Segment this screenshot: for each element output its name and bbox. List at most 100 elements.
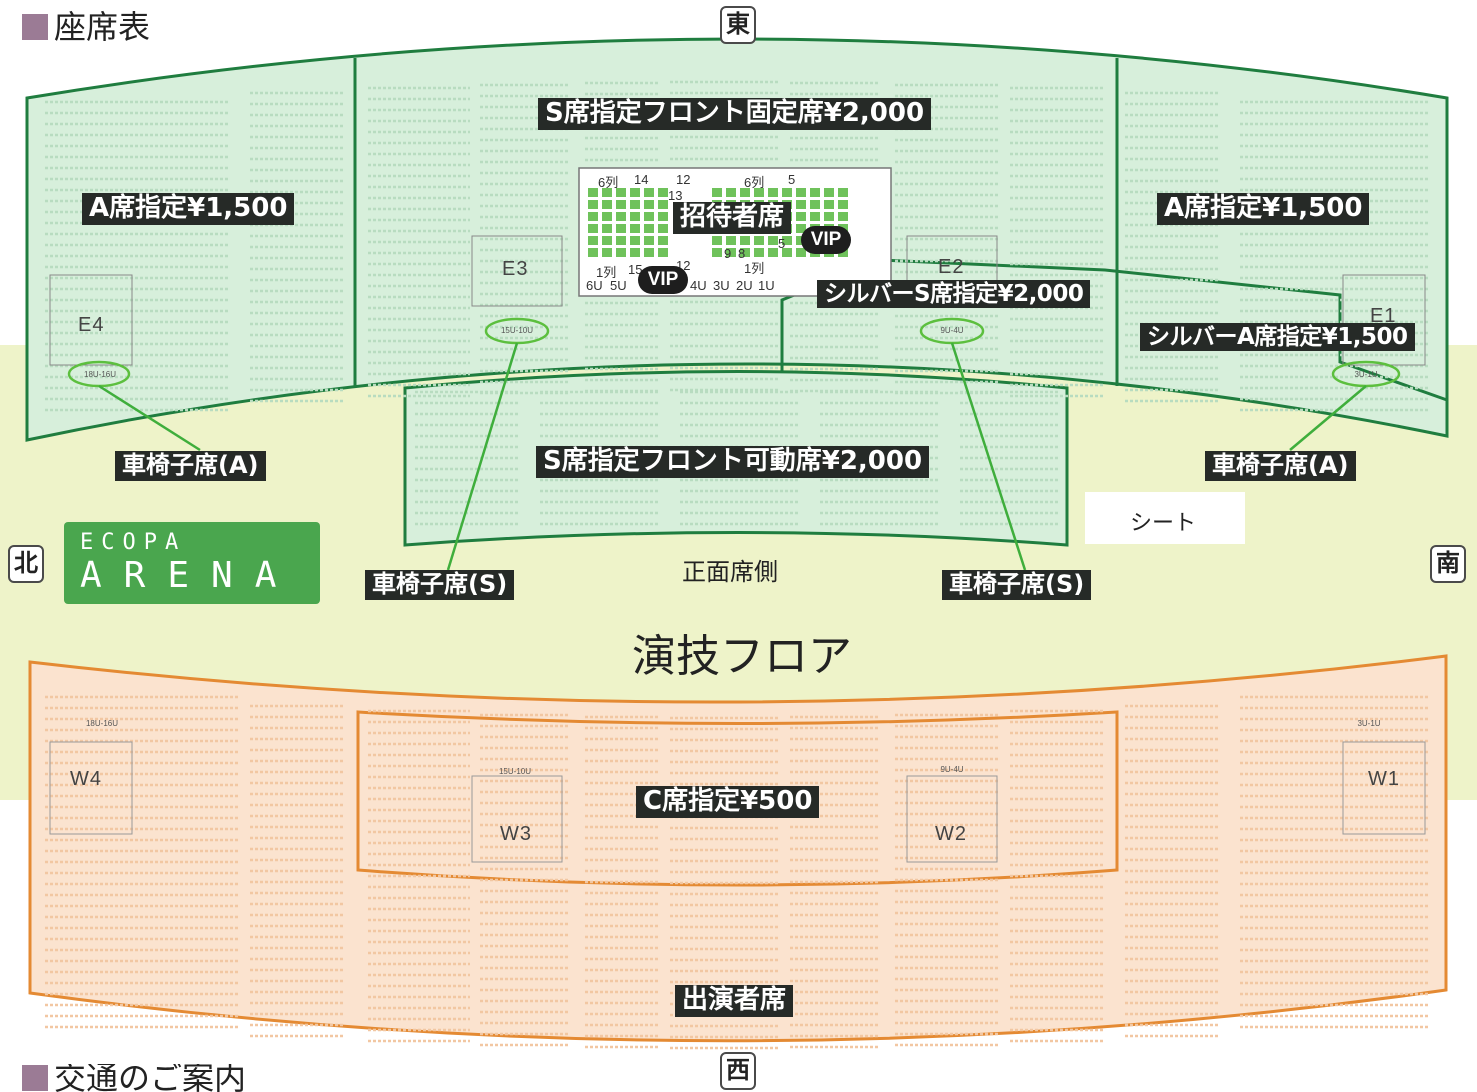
vip-seat	[602, 212, 612, 221]
vip-seat	[754, 236, 764, 245]
vip-seat	[768, 236, 778, 245]
vip-seat	[644, 212, 654, 221]
vip-seat	[644, 188, 654, 197]
vip-seat	[658, 248, 668, 257]
access-heading-text: 交通のご案内	[54, 1064, 247, 1092]
vip-seat	[658, 224, 668, 233]
leader-a-left	[98, 384, 201, 452]
vip-seat	[726, 188, 736, 197]
block-box-e4	[49, 274, 133, 366]
vip-unit-label: 4U	[690, 278, 707, 293]
block-box-w3	[471, 775, 563, 863]
label-silver-s: シルバーS席指定¥2,000	[817, 280, 1091, 309]
vip-seat	[588, 200, 598, 209]
vip-seat	[630, 200, 640, 209]
label-s-front-fixed: S席指定フロント固定席¥2,000	[538, 98, 932, 130]
compass-south: 南	[1430, 545, 1466, 583]
label-silver-a: シルバーA席指定¥1,500	[1140, 323, 1415, 352]
vip-seat	[754, 248, 764, 257]
vip-row1-left: 1列	[596, 265, 617, 280]
sheet-box	[1085, 492, 1245, 544]
vip-seat	[768, 188, 778, 197]
vip-seat	[796, 188, 806, 197]
vip-seat	[644, 248, 654, 257]
vip-seat	[588, 212, 598, 221]
floor-title: 演技フロア	[632, 631, 852, 682]
vip-badge-upper: VIP	[801, 226, 851, 254]
block-w1: W1	[1368, 768, 1400, 790]
vip-seat	[630, 248, 640, 257]
vip-seat	[602, 224, 612, 233]
vip-row1-right: 1列	[744, 261, 765, 276]
vip-seat	[644, 236, 654, 245]
vip-5b: 5	[778, 236, 786, 251]
label-invited: 招待者席	[673, 202, 792, 234]
vip-unit-label: 3U	[713, 278, 730, 293]
vip-seat	[796, 200, 806, 209]
vip-unit-label: 6U	[586, 278, 603, 293]
block-box-w1	[1342, 741, 1426, 835]
vip-seat	[824, 188, 834, 197]
wc-tag-east-15-10: 15U-10U	[500, 326, 533, 335]
vip-row6-left: 6列	[598, 175, 619, 190]
vip-12: 12	[676, 172, 691, 187]
vip-seat	[754, 188, 764, 197]
wc-tag-east-3-1: 3U-1U	[1354, 370, 1378, 379]
vip-5: 5	[788, 172, 796, 187]
block-e3: E3	[502, 258, 529, 280]
compass-north: 北	[8, 545, 44, 583]
vip-seat	[658, 188, 668, 197]
c-seat-outline	[356, 710, 1119, 887]
vip-seat	[644, 200, 654, 209]
vip-seat	[616, 188, 626, 197]
access-heading: 交通のご案内	[22, 1064, 246, 1092]
west-stand	[28, 654, 1448, 1043]
vip-seat	[838, 212, 848, 221]
label-c-seat: C席指定¥500	[636, 786, 820, 818]
wc-tag-east-9-4: 9U-4U	[940, 326, 964, 335]
logo-line1: ECOPA	[80, 530, 187, 555]
vip-seat	[824, 212, 834, 221]
vip-seat	[838, 188, 848, 197]
vip-seat	[796, 224, 806, 233]
vip-row6-right: 6列	[744, 175, 765, 190]
compass-east: 東	[720, 6, 756, 44]
silver-seat-outline	[780, 258, 1448, 402]
label-a-right: A席指定¥1,500	[1157, 193, 1370, 225]
label-a-left: A席指定¥1,500	[82, 193, 295, 225]
vip-badge-lower: VIP	[638, 266, 688, 294]
wc-tag-west-18-16: 18U-16U	[85, 719, 118, 728]
label-s-front-movable: S席指定フロント可動席¥2,000	[536, 446, 930, 478]
vip-seat	[810, 188, 820, 197]
vip-seat	[588, 236, 598, 245]
vip-seat	[630, 188, 640, 197]
west-seat-rows	[45, 695, 1430, 1050]
leader-a-right	[1289, 385, 1367, 451]
block-e2: E2	[938, 256, 965, 278]
logo-line2: ARENA	[80, 555, 299, 596]
vip-seat	[616, 224, 626, 233]
block-e1: E1	[1370, 305, 1397, 327]
vip-seat	[782, 236, 792, 245]
vip-seat	[602, 248, 612, 257]
wheelchair-label-s-left: 車椅子席(S)	[365, 570, 515, 600]
vip-seat	[616, 200, 626, 209]
vip-seat	[810, 200, 820, 209]
wheelchair-label-a-left: 車椅子席(A)	[115, 451, 266, 481]
vip-seat	[616, 212, 626, 221]
heading-square	[22, 14, 48, 40]
vip-seat	[712, 188, 722, 197]
block-w2: W2	[935, 823, 967, 845]
vip-8: 8	[738, 246, 746, 261]
vip-seat	[588, 224, 598, 233]
block-w4: W4	[70, 768, 102, 790]
block-box-e3	[471, 235, 563, 307]
wc-tag-east-18-16: 18U-16U	[84, 370, 117, 379]
vip-seat	[658, 236, 668, 245]
vip-seat	[602, 188, 612, 197]
block-w3: W3	[500, 823, 532, 845]
block-box-w4	[49, 741, 133, 835]
wc-tag-west-15-10: 15U-10U	[498, 767, 531, 776]
